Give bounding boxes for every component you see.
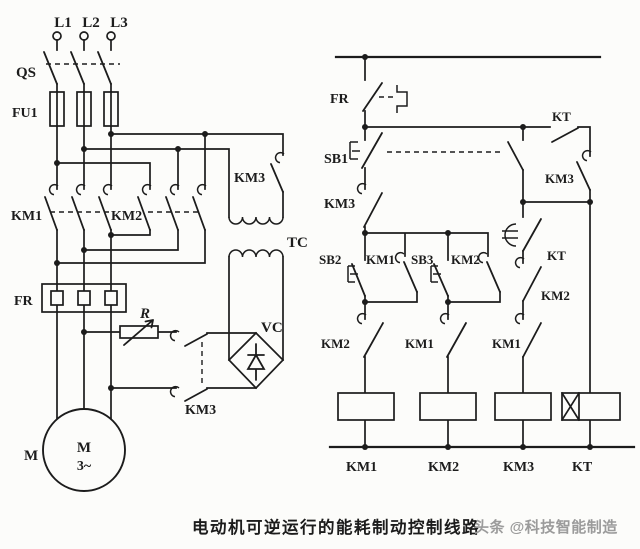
label-fr-ctrl: FR	[330, 92, 350, 107]
label-kt-top: KT	[552, 109, 571, 124]
label-km3-brake: KM3	[185, 403, 216, 418]
label-l2: L2	[82, 15, 100, 31]
label-r: R	[139, 306, 150, 322]
label-km2-interlock3: KM2	[541, 288, 570, 303]
label-sb1: SB1	[324, 152, 348, 167]
label-km1-interlock3: KM1	[492, 336, 521, 351]
label-km3-nc: KM3	[324, 197, 355, 212]
tc-secondary-winding	[228, 249, 284, 258]
resistor-arrow	[123, 319, 154, 346]
label-km1-interlock2: KM1	[405, 336, 434, 351]
heater-1	[50, 290, 64, 306]
coil-kt	[561, 392, 621, 421]
label-km1-main: KM1	[11, 209, 42, 224]
fr-release-hook	[396, 85, 408, 113]
coil-km2	[419, 392, 477, 421]
terminal-l1	[52, 31, 62, 41]
coil-kt-x-mark	[560, 391, 581, 422]
thermal-relay-box	[41, 283, 127, 313]
motor-circle	[42, 408, 126, 492]
coil-km3	[494, 392, 552, 421]
label-tc: TC	[287, 235, 308, 251]
label-km3-hold: KM3	[545, 171, 574, 186]
label-fr-main: FR	[14, 294, 34, 309]
label-motor-outside: M	[24, 448, 38, 464]
sb1-button-handle	[349, 141, 360, 160]
kt-delay-symbol	[502, 223, 518, 247]
heater-2	[77, 290, 91, 306]
label-vc: VC	[261, 320, 283, 336]
label-km1-aux: KM1	[366, 252, 395, 267]
heater-3	[104, 290, 118, 306]
label-coil-km1: KM1	[346, 460, 377, 475]
label-sb3: SB3	[411, 252, 434, 267]
label-coil-kt: KT	[572, 460, 593, 475]
label-km2-interlock1: KM2	[321, 336, 350, 351]
label-fu1: FU1	[12, 106, 38, 121]
contact-blades	[43, 51, 591, 402]
coil-km1	[337, 392, 395, 421]
label-qs: QS	[16, 65, 36, 81]
junction-dots	[54, 54, 593, 450]
label-km2-aux: KM2	[451, 252, 480, 267]
label-l3: L3	[110, 15, 128, 31]
label-km3-main: KM3	[234, 171, 265, 186]
terminal-l3	[106, 31, 116, 41]
watermark-text: 头条 @科技智能制造	[474, 518, 618, 536]
sb2-button-handle	[347, 265, 358, 283]
linkage-dashes	[46, 63, 504, 386]
terminal-l2	[79, 31, 89, 41]
diode-icon	[246, 343, 266, 381]
rectifier-bridge	[227, 331, 285, 390]
label-motor-phase: 3~	[77, 459, 92, 474]
label-coil-km2: KM2	[428, 460, 459, 475]
label-coil-km3: KM3	[503, 460, 534, 475]
diagram-caption: 电动机可逆运行的能耗制动控制线路	[192, 517, 480, 537]
label-km2-main: KM2	[111, 209, 142, 224]
fuse-links	[56, 91, 112, 127]
label-kt-delay: KT	[547, 248, 566, 263]
label-motor-m: M	[77, 440, 91, 456]
label-sb2: SB2	[319, 252, 341, 267]
contact-arcs	[48, 149, 592, 398]
tc-primary-winding	[228, 216, 284, 225]
label-l1: L1	[54, 15, 72, 31]
sb3-button-handle	[430, 265, 441, 283]
